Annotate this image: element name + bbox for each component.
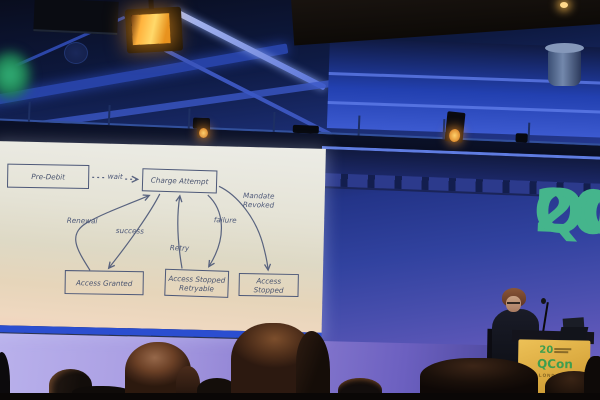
edge-label-failure: failure bbox=[213, 215, 237, 225]
ceiling-vent bbox=[545, 43, 584, 86]
stage-back-wall: 20 QC bbox=[314, 146, 600, 363]
podium-tagline-line bbox=[554, 348, 572, 350]
podium-tagline-line bbox=[554, 351, 569, 353]
laptop-base bbox=[558, 327, 589, 340]
audience-head bbox=[0, 352, 10, 400]
stage-light-glow bbox=[131, 13, 171, 46]
projection-screen: Pre-Debit Charge Attempt Access Granted … bbox=[0, 141, 326, 340]
rail-equipment bbox=[292, 124, 319, 134]
edge-label-success: success bbox=[115, 225, 145, 236]
edge-failure-arrow bbox=[207, 194, 222, 268]
edge-success-arrow bbox=[107, 193, 161, 270]
rail-equipment bbox=[515, 133, 528, 143]
small-ceiling-light bbox=[560, 2, 568, 8]
node-access-stopped: Access Stopped bbox=[238, 272, 299, 298]
audience-head bbox=[584, 356, 600, 400]
podium-logo-year: 20 bbox=[539, 344, 554, 356]
node-charge-attempt: Charge Attempt bbox=[141, 168, 218, 194]
podium-logo-brand: QCon bbox=[536, 356, 573, 372]
microphone-head bbox=[541, 298, 546, 304]
edge-label-mandate-revoked: Mandate Revoked bbox=[242, 190, 275, 210]
edge-label-retry: Retry bbox=[169, 243, 190, 253]
speaker-face bbox=[506, 296, 521, 312]
edge-mandate-revoked-arrow bbox=[218, 185, 272, 272]
stage-light-small bbox=[197, 118, 210, 138]
node-pre-debit: Pre-Debit bbox=[6, 163, 90, 189]
wall-emblem bbox=[64, 42, 88, 64]
audience-row-shadow bbox=[0, 393, 600, 400]
node-access-stopped-retryable: Access Stopped Retryable bbox=[164, 268, 230, 298]
edge-retry-arrow bbox=[175, 194, 183, 269]
stage-light-fixture bbox=[124, 6, 184, 54]
ceiling-dark-band bbox=[290, 0, 600, 46]
node-access-granted: Access Granted bbox=[64, 270, 144, 296]
edge-renewal-arrow bbox=[75, 194, 151, 271]
audience-head bbox=[296, 331, 330, 400]
hanging-panel bbox=[33, 0, 119, 35]
wall-sign: 20 QC bbox=[532, 176, 600, 249]
wall-sign-line2: QC bbox=[532, 176, 600, 250]
speaker-glasses bbox=[507, 302, 520, 304]
diagram-arrows bbox=[75, 175, 272, 272]
edge-label-wait: wait bbox=[107, 171, 123, 182]
edge-label-renewal: Renewal bbox=[66, 215, 98, 226]
stage-light-small bbox=[444, 111, 466, 143]
